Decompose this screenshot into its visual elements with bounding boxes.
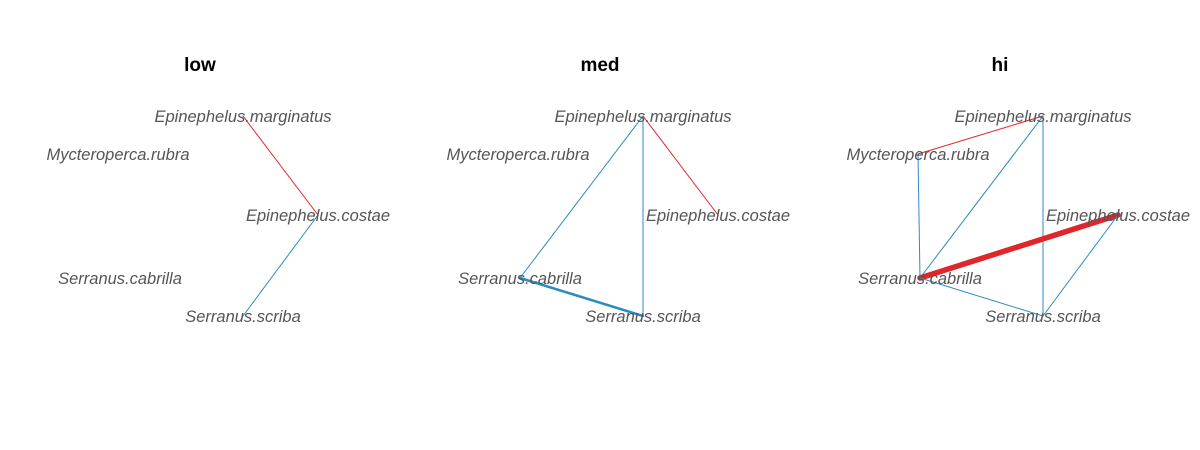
node-label: Epinephelus.marginatus — [554, 108, 731, 126]
node-label: Serranus.cabrilla — [458, 270, 582, 288]
network-graph: Epinephelus.marginatusMycteroperca.rubra… — [846, 108, 1190, 326]
edge-positive — [642, 115, 719, 216]
panel-title: med — [580, 55, 620, 76]
node-label: Epinephelus.marginatus — [954, 108, 1131, 126]
node-label: Serranus.scriba — [185, 308, 301, 326]
panel-title: low — [184, 55, 216, 76]
node-label: Epinephelus.costae — [646, 207, 790, 225]
node-label: Mycteroperca.rubra — [46, 146, 189, 164]
edge-negative — [919, 115, 1044, 279]
edge-negative — [518, 276, 645, 318]
network-graph: Epinephelus.marginatusMycteroperca.rubra… — [446, 108, 790, 326]
network-graph: Epinephelus.marginatusMycteroperca.rubra… — [46, 108, 390, 326]
node-label: Epinephelus.costae — [1046, 207, 1190, 225]
node-label: Mycteroperca.rubra — [846, 146, 989, 164]
edge-negative — [919, 277, 1044, 317]
edge-positive — [917, 115, 1044, 155]
edge-negative — [917, 153, 921, 279]
edge-negative — [242, 214, 319, 317]
edge-positive — [242, 115, 319, 216]
node-label: Serranus.scriba — [985, 308, 1101, 326]
node-label: Serranus.cabrilla — [58, 270, 182, 288]
node-label: Serranus.scriba — [585, 308, 701, 326]
edge-positive — [917, 212, 1121, 281]
edge-negative — [519, 115, 644, 279]
node-label: Mycteroperca.rubra — [446, 146, 589, 164]
edge-negative — [1042, 214, 1119, 317]
node-label: Serranus.cabrilla — [858, 270, 982, 288]
panel-title: hi — [991, 55, 1009, 76]
node-label: Epinephelus.costae — [246, 207, 390, 225]
node-label: Epinephelus.marginatus — [154, 108, 331, 126]
